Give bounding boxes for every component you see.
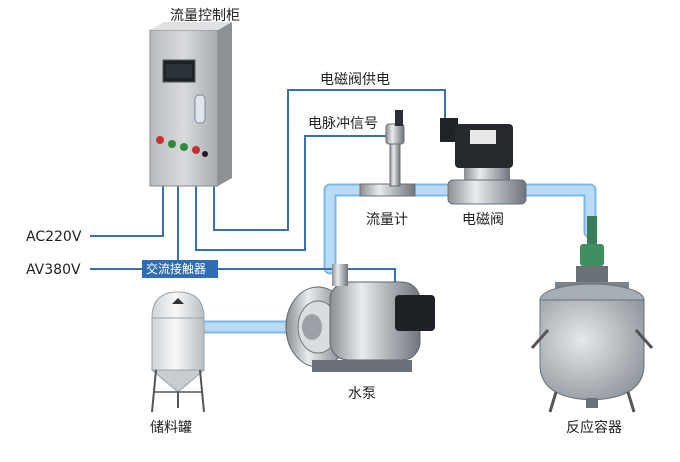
wire-av380 [90,180,179,270]
button-green-1 [168,140,176,148]
label-valve-power: 电磁阀供电 [320,72,390,88]
wire-valve-power [213,89,446,231]
flow-meter [359,110,416,197]
wire-ac220 [90,176,164,237]
label-ac220: AC220V [26,229,82,245]
label-flow-meter: 流量计 [366,212,408,228]
button-green-2 [180,143,188,151]
label-contactor: 交流接触器 [146,261,206,276]
button-red-1 [156,136,164,144]
label-storage-tank: 储料罐 [150,420,192,436]
solenoid-valve [440,118,527,205]
label-reactor: 反应容器 [566,419,622,436]
contactor-badge [142,260,218,278]
cabinet-meter [194,94,206,124]
label-av380: AV380V [26,262,81,278]
water-pump [285,264,435,372]
labels: 流量控制柜 电磁阀供电 电脉冲信号 流量计 电磁阀 AC220V AV380V … [26,8,622,436]
label-pulse-signal: 电脉冲信号 [308,116,378,132]
storage-tank [150,291,206,413]
control-cabinet [149,22,232,187]
label-pump: 水泵 [348,386,376,402]
label-control-cabinet: 流量控制柜 [170,8,240,24]
pipe-network [198,183,597,334]
button-red-2 [192,146,200,154]
label-solenoid-valve: 电磁阀 [462,212,504,228]
wire-contactor-pump [178,268,396,285]
reactor-vessel [530,216,654,413]
